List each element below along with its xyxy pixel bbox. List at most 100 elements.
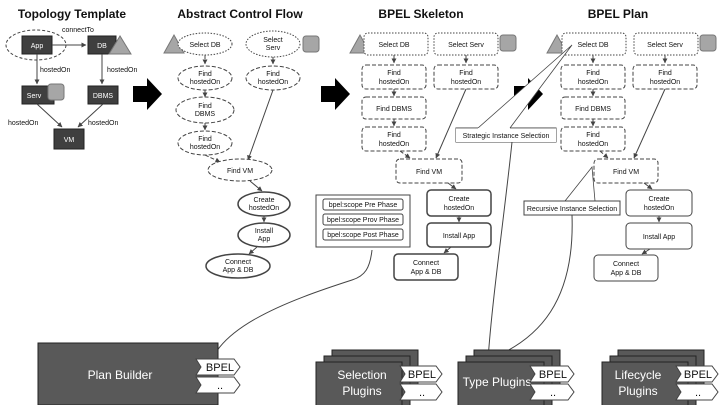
abstract-connect-label-2: App & DB [223, 267, 254, 274]
plan-find-dbms-label: Find DBMS [575, 106, 611, 113]
plan-find-hosted-on-1 [560, 64, 626, 90]
scope-post-phase-label: bpel:scope Post Phase [327, 232, 399, 239]
skeleton-find-label: hostedOn [451, 79, 481, 86]
abstract-select-serv-label-2: Serv [266, 45, 281, 52]
abstract-find-vm [207, 158, 273, 182]
plan-builder-more-tag-label: .. [217, 380, 223, 392]
serv-hosted-on-label: hostedOn [8, 120, 38, 127]
skeleton-find-vm [395, 158, 463, 184]
abstract-install-app [237, 222, 291, 248]
topology-title: Topology Template [18, 7, 127, 21]
abstract-find-vm-label: Find VM [227, 168, 253, 175]
abstract-find-dbms-label-1: Find [198, 103, 212, 110]
abstract-find-label: Find [198, 71, 212, 78]
skeleton-find-label: Find [459, 70, 473, 77]
plan-find-label: hostedOn [578, 79, 608, 86]
plan-builder-label: Plan Builder [88, 368, 153, 382]
strategic-callout-fill [456, 128, 556, 142]
dbms-hosted-on-edge [77, 103, 104, 128]
plan-create-label-2: hostedOn [644, 205, 674, 212]
selection-plugins-bpel-tag-label: BPEL [408, 369, 436, 381]
scope-pre-phase [322, 198, 404, 211]
plan-builder-bpel-tag [195, 358, 241, 376]
skeleton-create-label-1: Create [448, 196, 469, 203]
skeleton-edge [447, 182, 457, 190]
vm-node [53, 128, 85, 150]
plan-find-hosted-on-serv [632, 64, 698, 90]
skeleton-find-vm-label: Find VM [416, 169, 442, 176]
abstract-find-label: Find [198, 136, 212, 143]
abstract-edge [249, 180, 263, 192]
scope-pre-phase-label: bpel:scope Pre Phase [329, 202, 398, 209]
type-plugins-more-tag-label: .. [550, 387, 556, 399]
recursive-callout-label: Recursive Instance Selection [527, 206, 617, 213]
plan-select-serv [633, 32, 699, 56]
plan-select-db-label: Select DB [577, 42, 608, 49]
skeleton-connect-label-2: App & DB [411, 269, 442, 276]
skeleton-create-label-2: hostedOn [444, 205, 474, 212]
lifecycle-plugins-bpel-tag-label: BPEL [684, 369, 712, 381]
plan-builder-bpel-tag-label: BPEL [206, 362, 234, 374]
selection-plugins-link-curve [487, 141, 513, 361]
serv-hosted-on-edge [36, 103, 63, 128]
abstract-find-hosted-on-1 [177, 65, 233, 91]
skeleton-create-hosted-on [426, 189, 492, 217]
abstract-find-hosted-on-2 [177, 130, 233, 156]
skeleton-find-hosted-on-1 [361, 64, 427, 90]
strategic-callout-pointer [477, 44, 573, 129]
scope-post-phase [322, 228, 404, 241]
abstract-control-flow: Abstract Control Flow Select DB Select S… [163, 7, 320, 279]
app-hosted-on-label: hostedOn [40, 67, 70, 74]
topology-template: Topology Template connectTo App DB hoste… [5, 7, 137, 150]
abstract-connect-label-1: Connect [225, 259, 251, 266]
plan-find-label: Find [586, 132, 600, 139]
app-node-label: App [31, 43, 44, 50]
db-hosted-on-label: hostedOn [107, 67, 137, 74]
abstract-title: Abstract Control Flow [177, 7, 303, 21]
dbms-node-label: DBMS [93, 93, 114, 100]
callouts: Strategic Instance Selection Recursive I… [207, 44, 621, 381]
skeleton-find-label: hostedOn [379, 79, 409, 86]
lifecycle-plugins-bpel-tag [675, 365, 719, 383]
plan-find-vm [593, 158, 659, 184]
skeleton-select-db [363, 32, 429, 56]
selection-plugins-box [315, 361, 403, 405]
dbms-hosted-on-label: hostedOn [88, 120, 118, 127]
plan-find-label: Find [586, 70, 600, 77]
lifecycle-plugins-more-tag [675, 383, 719, 401]
abstract-find-dbms [175, 96, 235, 124]
bpel-plan: BPEL Plan Select DB Select Serv Find hos… [546, 7, 717, 282]
plan-connect-label-2: App & DB [611, 270, 642, 277]
skeleton-select-serv [433, 32, 499, 56]
abstract-create-label-2: hostedOn [249, 205, 279, 212]
skeleton-find-hosted-on-2 [361, 126, 427, 152]
plan-find-label: hostedOn [578, 141, 608, 148]
abstract-create-hosted-on [237, 191, 291, 217]
lifecycle-plugins-box [601, 361, 689, 405]
skeleton-find-label: Find [387, 70, 401, 77]
abstract-find-label: hostedOn [190, 79, 220, 86]
plan-find-vm-label: Find VM [613, 169, 639, 176]
abstract-install-label-1: Install [255, 228, 274, 235]
plan-edge [641, 248, 651, 255]
plan-create-hosted-on [625, 189, 693, 217]
skeleton-find-label: Find [387, 132, 401, 139]
plan-connect [593, 254, 659, 282]
selection-plugins-label-1: Selection [337, 368, 386, 382]
skeleton-title: BPEL Skeleton [378, 7, 463, 21]
abstract-edge [204, 154, 221, 163]
skeleton-find-label: hostedOn [379, 141, 409, 148]
abstract-edge [248, 246, 258, 255]
scope-prov-phase [322, 213, 404, 226]
skeleton-connect-label-1: Connect [413, 260, 439, 267]
serv-square-icon [47, 83, 65, 101]
recursive-callout-pointer [564, 165, 596, 202]
plan-find-label: hostedOn [650, 79, 680, 86]
abstract-find-label: hostedOn [190, 144, 220, 151]
abstract-find-label: Find [266, 71, 280, 78]
abstract-edge [247, 89, 274, 161]
skeleton-select-serv-label: Select Serv [448, 42, 484, 49]
serv-node-label: Serv [27, 93, 42, 100]
type-plugins-bpel-tag [529, 365, 575, 383]
